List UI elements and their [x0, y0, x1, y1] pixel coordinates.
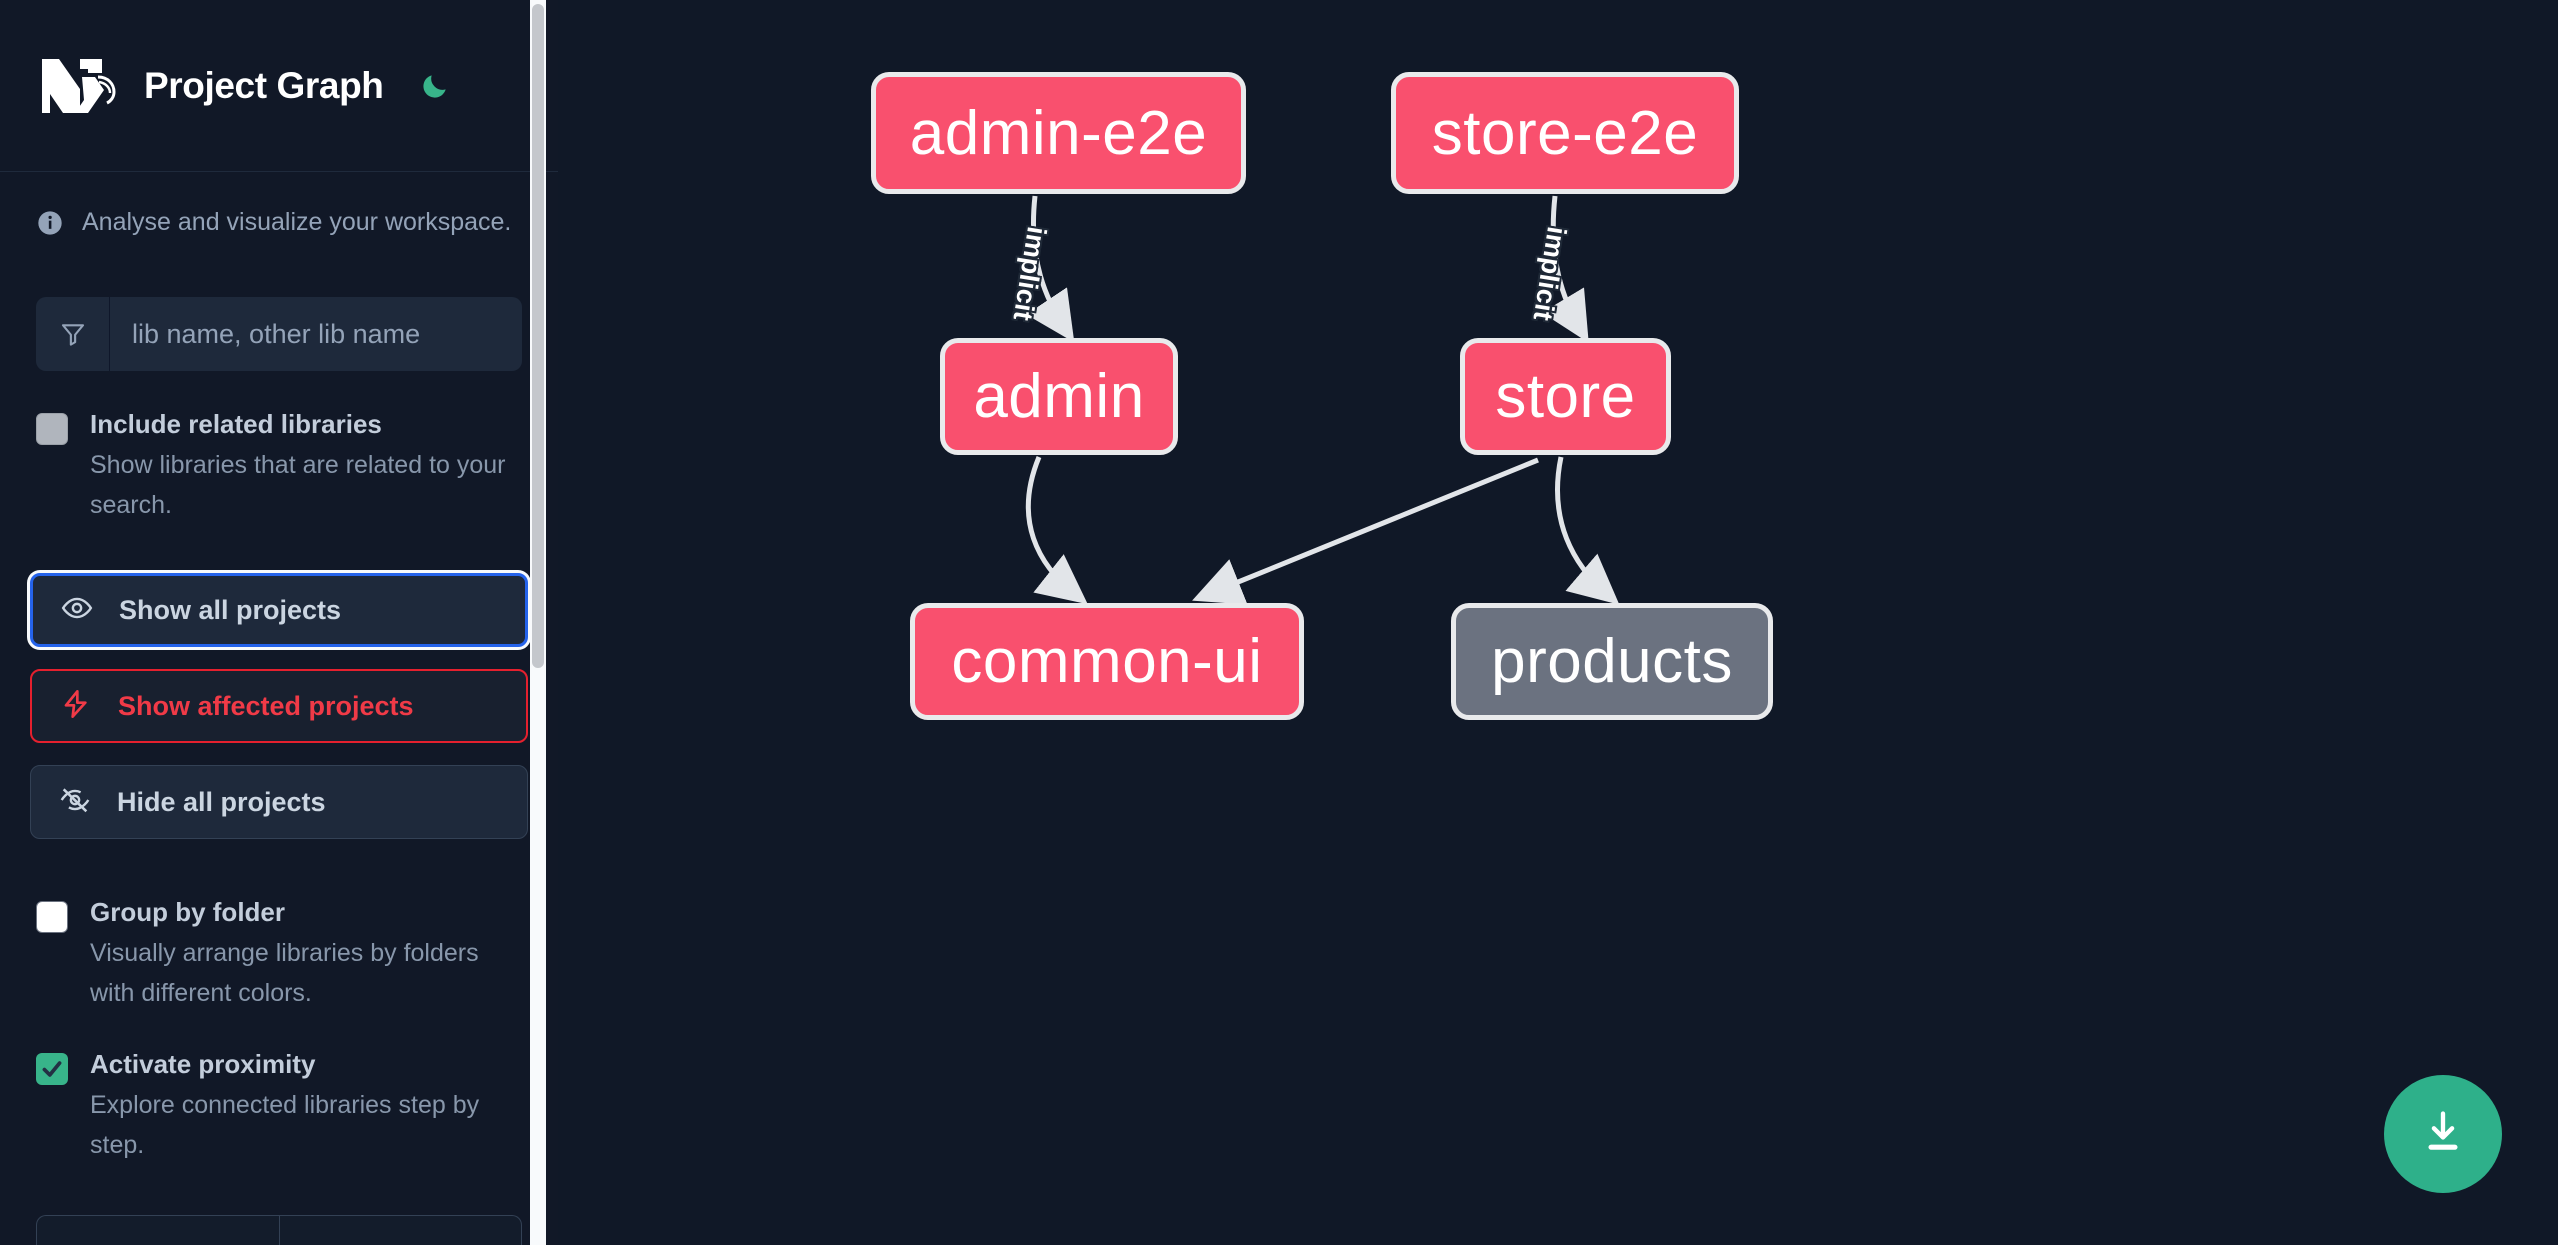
- checkbox-group-by-folder-label: Group by folder: [90, 897, 285, 927]
- check-icon: [42, 1061, 62, 1077]
- edge-admin-e2e-to-admin: [1026, 195, 1075, 343]
- sidebar-bottom-panel-right[interactable]: [278, 1216, 522, 1245]
- page-title: Project Graph: [144, 64, 384, 106]
- info-icon: [36, 209, 64, 237]
- download-icon: [2417, 1106, 2469, 1163]
- lightning-bolt-icon: [60, 688, 92, 725]
- search-input[interactable]: [110, 297, 522, 371]
- eye-off-icon: [59, 784, 91, 821]
- checkbox-include-related-libraries-label: Include related libraries: [90, 409, 382, 439]
- sidebar-tagline: Analyse and visualize your workspace.: [82, 208, 512, 236]
- graph-node-common-ui-label: common-ui: [951, 627, 1263, 696]
- checkbox-include-related-libraries[interactable]: Include related libraries Show libraries…: [0, 371, 558, 525]
- edge-admin-to-common-ui: [1025, 456, 1088, 605]
- graph-edges: [1025, 195, 1620, 605]
- sidebar-bottom-panel[interactable]: [36, 1215, 522, 1245]
- sidebar-header: Project Graph: [0, 0, 558, 172]
- checkbox-include-related-libraries-box[interactable]: [36, 413, 68, 445]
- graph-node-store-e2e-label: store-e2e: [1431, 98, 1699, 168]
- checkbox-group-by-folder-desc: Visually arrange libraries by folders wi…: [90, 939, 479, 1007]
- sidebar-bottom-panel-left[interactable]: [37, 1216, 279, 1245]
- hide-all-projects-button[interactable]: Hide all projects: [30, 765, 528, 839]
- download-graph-button[interactable]: [2384, 1075, 2502, 1193]
- graph-node-admin-e2e-label: admin-e2e: [909, 98, 1208, 168]
- graph-node-products[interactable]: products: [1451, 603, 1773, 720]
- show-all-projects-button[interactable]: Show all projects: [30, 573, 528, 647]
- graph-node-admin[interactable]: admin: [940, 338, 1178, 455]
- sidebar-scrollbar-thumb[interactable]: [532, 4, 544, 668]
- checkbox-include-related-libraries-desc: Show libraries that are related to your …: [90, 451, 506, 519]
- checkbox-group-by-folder-box[interactable]: [36, 901, 68, 933]
- edge-store-to-common-ui: [1192, 457, 1539, 605]
- search-field-wrapper[interactable]: [36, 297, 522, 371]
- tagline-row: Analyse and visualize your workspace.: [0, 172, 558, 237]
- edge-store-e2e-to-store: [1541, 195, 1589, 343]
- graph-node-store-label: store: [1495, 362, 1636, 431]
- graph-node-common-ui[interactable]: common-ui: [910, 603, 1304, 720]
- eye-icon: [61, 592, 93, 629]
- graph-canvas[interactable]: admin-e2e store-e2e admin store common-u…: [558, 0, 2558, 1245]
- checkbox-activate-proximity[interactable]: Activate proximity Explore connected lib…: [0, 1013, 558, 1165]
- nx-logo-icon: [36, 55, 124, 117]
- show-affected-projects-label: Show affected projects: [118, 690, 414, 721]
- show-all-projects-label: Show all projects: [119, 594, 342, 625]
- edge-store-to-products: [1555, 456, 1620, 605]
- checkbox-activate-proximity-box[interactable]: [36, 1053, 68, 1085]
- checkbox-activate-proximity-label: Activate proximity: [90, 1049, 316, 1079]
- sidebar: Project Graph Analyse and visualize your…: [0, 0, 558, 1245]
- moon-icon[interactable]: [413, 64, 457, 108]
- checkbox-group-by-folder[interactable]: Group by folder Visually arrange librari…: [0, 839, 558, 1013]
- project-visibility-buttons: Show all projects Show affected projects: [30, 573, 528, 839]
- graph-node-store-e2e[interactable]: store-e2e: [1391, 72, 1739, 194]
- sidebar-scrollbar[interactable]: [530, 0, 546, 1245]
- filter-icon: [36, 297, 110, 371]
- hide-all-projects-label: Hide all projects: [117, 786, 326, 817]
- show-affected-projects-button[interactable]: Show affected projects: [30, 669, 528, 743]
- graph-node-products-label: products: [1491, 627, 1733, 696]
- graph-node-admin-label: admin: [973, 362, 1145, 431]
- checkbox-activate-proximity-desc: Explore connected libraries step by step…: [90, 1091, 480, 1159]
- graph-node-admin-e2e[interactable]: admin-e2e: [871, 72, 1246, 194]
- graph-node-store[interactable]: store: [1460, 338, 1671, 455]
